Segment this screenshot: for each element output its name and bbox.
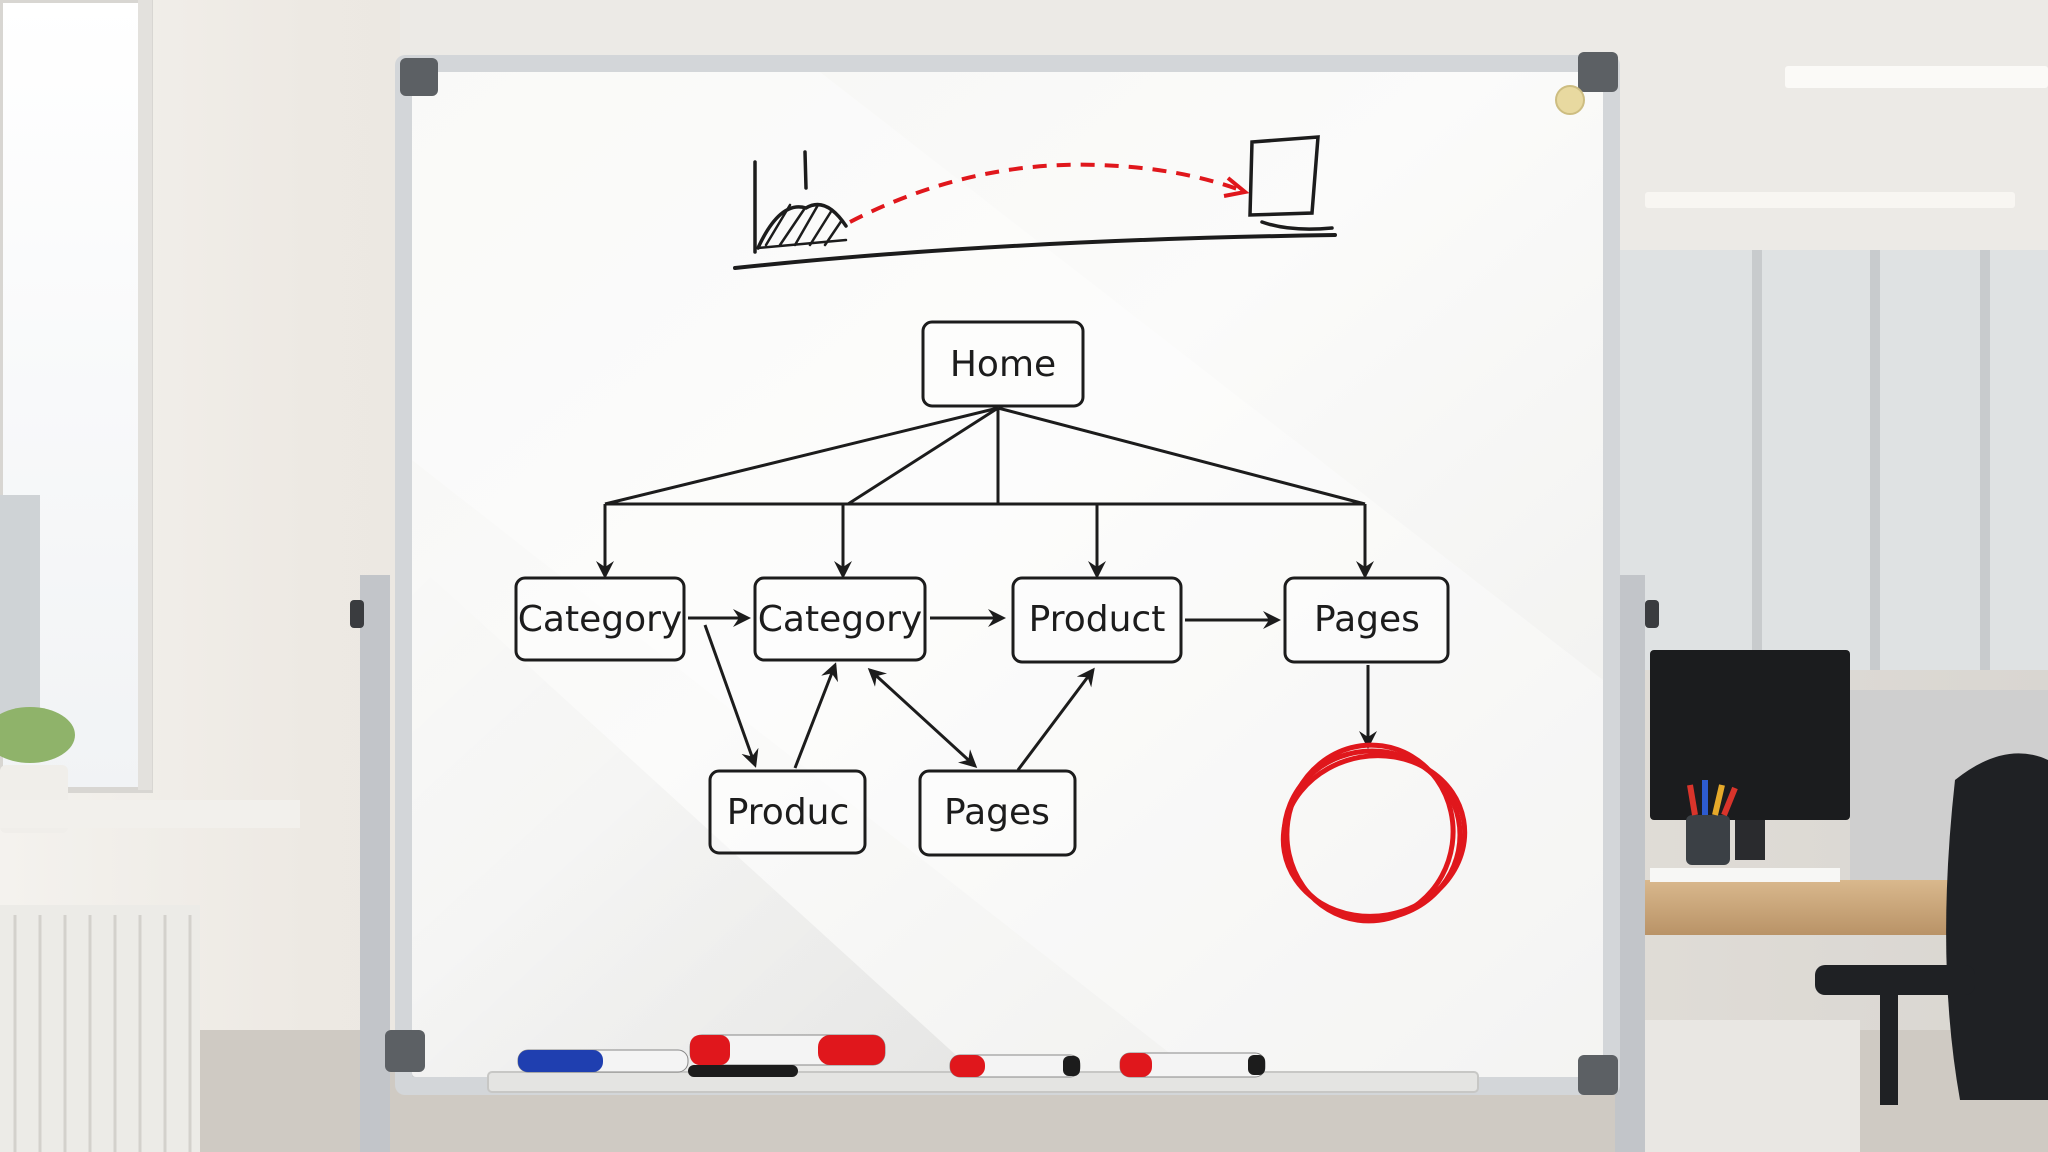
frame-corner — [400, 58, 438, 96]
blue-marker — [517, 1049, 689, 1073]
node-pages-2-label: Pages — [944, 792, 1050, 833]
tree-connectors — [604, 406, 1366, 506]
red-marker — [689, 1034, 886, 1066]
frame-corner — [1578, 52, 1618, 92]
node-pages-2: Pages — [918, 769, 1077, 857]
node-category-2-label: Category — [758, 599, 922, 640]
node-product-2: Produc — [708, 769, 867, 855]
partition-mullions — [1752, 250, 1990, 670]
node-category-1-label: Category — [518, 599, 682, 640]
frame-corner — [385, 1030, 425, 1072]
stand-knob-right — [1645, 600, 1659, 628]
window-mullion — [138, 0, 152, 790]
papers — [1650, 868, 1840, 882]
node-category-1: Category — [514, 576, 686, 662]
arrow-category-2-pages-2-bidirectional — [867, 667, 978, 769]
light-shadow — [412, 560, 980, 1077]
plant-leaves — [0, 707, 75, 763]
radiator-fins — [13, 915, 192, 1152]
radiator — [0, 905, 200, 1152]
glass-partition — [1615, 250, 2048, 670]
black-marker — [688, 1065, 798, 1077]
magnet — [1555, 85, 1585, 115]
node-pages-1-label: Pages — [1314, 599, 1420, 640]
pen-cup — [1686, 815, 1730, 865]
arrow-product-2-to-category-2 — [793, 662, 838, 769]
red-marker — [1119, 1052, 1266, 1078]
diagram-arrows — [596, 504, 1377, 771]
node-product-1: Product — [1011, 576, 1183, 664]
monitor-stand — [1735, 820, 1765, 860]
arrow-pages-2-to-product-1 — [1016, 667, 1095, 771]
sketch-timeline — [733, 135, 1337, 270]
red-marker — [949, 1054, 1081, 1078]
monitor — [1650, 650, 1850, 820]
window-sill — [0, 800, 300, 828]
node-product-2-label: Produc — [727, 792, 850, 833]
node-pages-1: Pages — [1283, 576, 1450, 664]
node-category-2: Category — [753, 576, 927, 662]
node-home: Home — [921, 320, 1085, 408]
desk-cabinet — [1640, 1020, 1860, 1152]
window-buildings — [0, 495, 40, 725]
light-shadow — [412, 72, 1603, 1077]
red-circle-annotation — [1280, 742, 1468, 924]
arrow-category-1-to-product-2 — [703, 624, 759, 768]
sketch-dashed-arrowhead — [1223, 176, 1250, 198]
node-product-1-label: Product — [1029, 599, 1166, 640]
ceiling-light — [1645, 192, 2015, 208]
frame-corner — [1578, 1055, 1618, 1095]
pens — [1687, 780, 1738, 817]
office-chair — [1815, 753, 2048, 1105]
node-home-label: Home — [950, 344, 1056, 385]
stand-knob-left — [350, 600, 364, 628]
ceiling-light — [1785, 66, 2048, 88]
